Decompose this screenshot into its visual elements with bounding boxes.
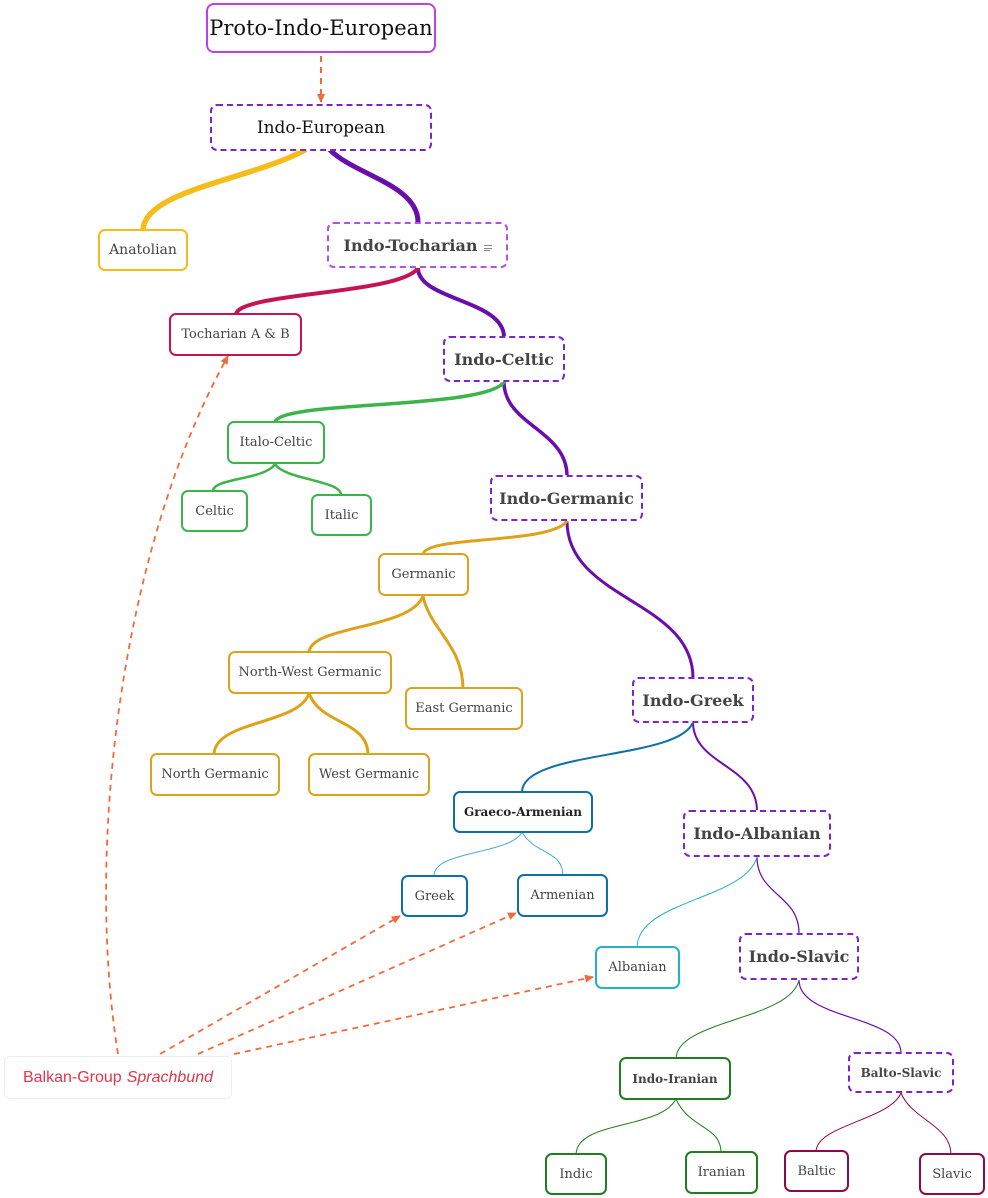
node-label: Indo-European xyxy=(256,117,386,138)
edge-north-west-germanic-to-north-germanic xyxy=(212,691,311,757)
edge-germanic-to-north-west-germanic xyxy=(307,594,425,655)
node-label: Indo-Greek xyxy=(642,690,744,710)
node-label: Italo-Celtic xyxy=(239,435,313,450)
node-greek[interactable]: Greek xyxy=(401,875,468,917)
node-label: West Germanic xyxy=(318,767,420,782)
node-label: Iranian xyxy=(697,1165,746,1180)
node-label: Italic xyxy=(324,507,359,523)
node-italo-celtic[interactable]: Italo-Celtic xyxy=(227,421,325,464)
edge-indo-albanian-to-indo-slavic xyxy=(756,856,800,934)
node-germanic[interactable]: Germanic xyxy=(378,553,469,596)
node-north-west-germanic[interactable]: North-West Germanic xyxy=(228,651,392,694)
node-label: Anatolian xyxy=(109,242,177,258)
node-label: Graeco-Armenian xyxy=(463,805,583,819)
node-label: Tocharian A & B xyxy=(181,327,290,342)
node-indo-slavic[interactable]: Indo-Slavic xyxy=(739,933,859,980)
edge-italo-celtic-to-italic xyxy=(273,462,343,497)
node-slavic[interactable]: Slavic xyxy=(919,1153,985,1195)
edge-germanic-to-east-germanic xyxy=(421,594,465,691)
node-proto-indo-european[interactable]: Proto-Indo-European xyxy=(206,3,436,53)
node-label: Indic xyxy=(559,1166,593,1182)
edge-italo-celtic-to-celtic xyxy=(211,462,277,493)
node-label: Balto-Slavic xyxy=(860,1065,942,1080)
edge-indo-slavic-to-balto-slavic xyxy=(798,979,902,1054)
node-label: East Germanic xyxy=(415,701,513,716)
node-label: Greek xyxy=(414,888,455,904)
node-anatolian[interactable]: Anatolian xyxy=(98,229,188,271)
node-label: Indo-Iranian xyxy=(632,1071,718,1086)
edge-indo-germanic-to-germanic xyxy=(421,519,569,557)
sprachbund-callout[interactable]: Balkan-Group Sprachbund xyxy=(4,1056,232,1099)
node-label: North Germanic xyxy=(161,767,269,782)
node-north-germanic[interactable]: North Germanic xyxy=(150,753,280,796)
edge-indo-iranian-to-iranian xyxy=(675,1098,722,1154)
node-indo-iranian[interactable]: Indo-Iranian xyxy=(619,1057,731,1100)
edge-indo-greek-to-graeco-armenian xyxy=(521,721,694,793)
node-celtic[interactable]: Celtic xyxy=(181,490,248,532)
edge-indo-celtic-to-italo-celtic xyxy=(273,380,506,425)
arrow-sprachbund-to-tocharian xyxy=(105,355,229,1055)
edge-indo-slavic-to-indo-iranian xyxy=(675,979,800,1060)
edge-balto-slavic-to-baltic xyxy=(815,1092,902,1153)
node-italic[interactable]: Italic xyxy=(311,494,372,536)
node-indo-european[interactable]: Indo-European xyxy=(210,104,432,151)
node-label: Indo-Tocharian xyxy=(343,235,478,255)
edge-ie-to-anatolian xyxy=(140,147,308,233)
node-iranian[interactable]: Iranian xyxy=(685,1151,758,1194)
node-label: Indo-Germanic xyxy=(499,488,634,508)
node-indo-celtic[interactable]: Indo-Celtic xyxy=(443,336,565,382)
node-label: Indo-Slavic xyxy=(748,947,850,966)
edge-graeco-armenian-to-armenian xyxy=(521,831,564,877)
callout-text: Balkan-Group xyxy=(22,1068,122,1086)
node-label: Indo-Albanian xyxy=(693,824,821,843)
node-label: Proto-Indo-European xyxy=(209,16,433,40)
edge-indo-tocharian-to-indo-celtic xyxy=(416,266,506,339)
node-tocharian[interactable]: Tocharian A & B xyxy=(169,313,302,356)
node-label: Albanian xyxy=(608,960,667,975)
node-label: Celtic xyxy=(195,503,234,519)
edge-north-west-germanic-to-west-germanic xyxy=(307,691,370,757)
arrow-sprachbund-to-albanian xyxy=(233,974,594,1055)
node-graeco-armenian[interactable]: Graeco-Armenian xyxy=(453,791,593,833)
edge-balto-slavic-to-slavic xyxy=(900,1092,952,1156)
node-armenian[interactable]: Armenian xyxy=(517,874,608,917)
node-label: Germanic xyxy=(391,567,456,582)
node-albanian[interactable]: Albanian xyxy=(595,946,680,989)
edge-indo-germanic-to-indo-greek xyxy=(565,519,695,680)
node-label: North-West Germanic xyxy=(238,665,382,680)
node-label: Indo-Celtic xyxy=(454,349,554,369)
node-east-germanic[interactable]: East Germanic xyxy=(405,687,523,730)
node-label: Baltic xyxy=(797,1163,836,1179)
node-indo-tocharian[interactable]: Indo-Tocharian xyxy=(327,222,508,268)
edge-ie-to-indo-tocharian xyxy=(327,147,421,225)
node-indo-germanic[interactable]: Indo-Germanic xyxy=(490,475,643,521)
edge-indo-greek-to-indo-albanian xyxy=(692,721,758,812)
node-balto-slavic[interactable]: Balto-Slavic xyxy=(848,1052,954,1093)
edge-indo-albanian-to-albanian xyxy=(636,856,758,949)
node-indo-greek[interactable]: Indo-Greek xyxy=(632,677,754,723)
arrow-sprachbund-to-armenian xyxy=(197,912,517,1055)
node-label: Slavic xyxy=(932,1166,972,1182)
edge-indo-tocharian-to-tocharian xyxy=(234,266,420,317)
callout-emphasis: Sprachbund xyxy=(126,1068,213,1086)
node-baltic[interactable]: Baltic xyxy=(784,1150,849,1192)
node-indo-albanian[interactable]: Indo-Albanian xyxy=(683,810,831,857)
node-west-germanic[interactable]: West Germanic xyxy=(308,753,430,796)
edge-indo-celtic-to-indo-germanic xyxy=(502,380,569,478)
note-lines-icon xyxy=(484,245,492,251)
arrow-sprachbund-to-greek xyxy=(159,915,401,1055)
node-indic[interactable]: Indic xyxy=(545,1153,607,1195)
edge-graeco-armenian-to-greek xyxy=(433,831,523,877)
edge-indo-iranian-to-indic xyxy=(575,1098,677,1156)
node-label: Armenian xyxy=(530,888,595,903)
